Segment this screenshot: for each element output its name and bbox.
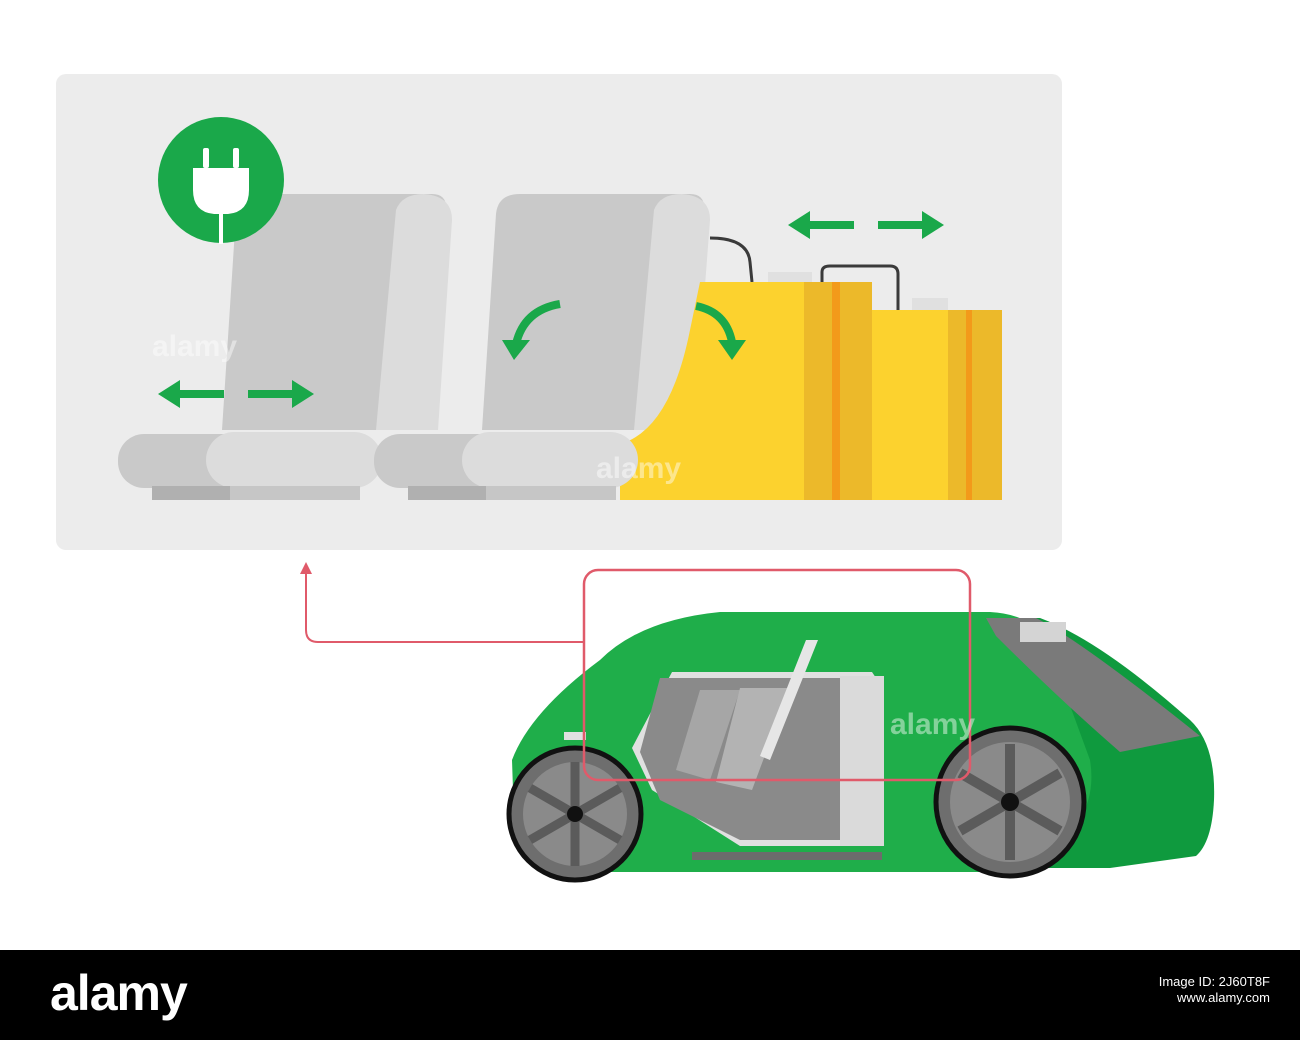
car-roof-light	[1020, 622, 1066, 642]
seat-fold-rotate-arrow-icon	[502, 300, 561, 360]
luggage-rotate-arrow-icon	[695, 302, 746, 360]
callout-arrow-icon	[300, 562, 584, 643]
front-seat-base	[152, 486, 230, 500]
electric-car	[506, 612, 1215, 883]
plug-icon	[158, 117, 284, 244]
stock-footer: alamy Image ID: 2J60T8F www.alamy.com	[0, 950, 1300, 1040]
front-seat-base-light	[230, 486, 360, 500]
car-front-wheel	[506, 745, 644, 883]
luggage-right-stripe	[966, 310, 972, 500]
luggage	[620, 236, 1002, 500]
car-roof-panel	[986, 618, 1200, 752]
watermark-2: alamy	[596, 452, 681, 485]
luggage-slide-double-arrow-icon	[788, 211, 944, 239]
car-rear-wheel	[933, 725, 1087, 879]
seat-slide-double-arrow-icon	[158, 380, 314, 408]
footer-site-line: www.alamy.com	[1177, 990, 1270, 1005]
ev-interior-diagram: alamy alamy alamy	[56, 74, 1215, 883]
front-seat-backrest-side	[376, 194, 452, 430]
car-window-seat-1	[676, 690, 740, 780]
rear-seat-cushion	[462, 432, 638, 488]
luggage-left-handle	[709, 236, 754, 283]
luggage-right-handle	[820, 264, 900, 310]
luggage-left-stripe	[832, 282, 840, 500]
front-seat-cushion	[206, 432, 382, 488]
car-door-panel	[840, 676, 884, 846]
rear-seat-cushion-group	[374, 432, 638, 500]
footer-image-id-line: Image ID: 2J60T8F	[1158, 974, 1270, 989]
watermark-3: alamy	[890, 708, 975, 741]
front-seat	[118, 194, 452, 500]
footer-image-id: Image ID: 2J60T8F www.alamy.com	[1159, 974, 1270, 1006]
interior-panel	[56, 74, 1062, 550]
car-window-glint	[760, 640, 818, 760]
rear-seat-base-light	[486, 486, 616, 500]
car-window-seat-2	[716, 688, 790, 790]
luggage-left-top-clip	[768, 272, 812, 284]
luggage-right-top-clip	[912, 298, 948, 310]
car-front-light	[564, 732, 586, 740]
footer-logo: alamy	[50, 965, 188, 1021]
car-side-sill	[692, 852, 882, 860]
cabin-highlight-box	[582, 568, 972, 782]
rear-seat-base	[408, 486, 486, 500]
watermark-1: alamy	[152, 330, 237, 363]
luggage-right-side	[948, 310, 1002, 500]
luggage-right-body	[872, 310, 958, 500]
